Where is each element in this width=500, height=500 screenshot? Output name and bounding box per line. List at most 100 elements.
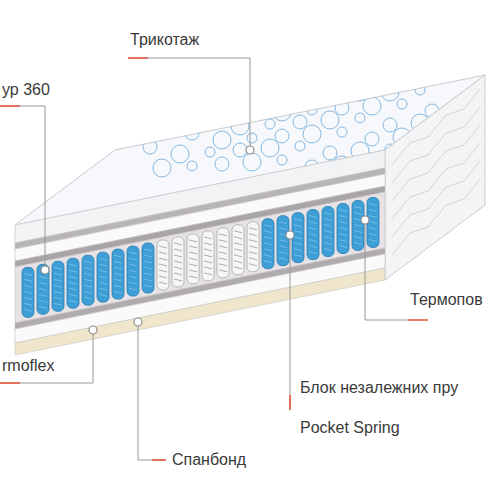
spring-coil (144, 249, 152, 251)
spring-pocket (142, 243, 154, 293)
spring-coil (279, 252, 287, 254)
quilt-line (392, 89, 480, 165)
leader-lines (0, 58, 428, 460)
leader-accent (408, 319, 428, 321)
spring-pocket (232, 225, 244, 275)
spring-coil (219, 258, 227, 260)
part-label: rmoflex (2, 356, 54, 375)
spring-coil (354, 230, 362, 232)
spring-coil (294, 243, 302, 245)
spring-coil (339, 228, 347, 230)
spring-pocket (127, 246, 139, 296)
spring-coil (129, 258, 137, 260)
pocket-spring (97, 252, 109, 302)
pattern-swirl (205, 147, 215, 157)
spring-coil (174, 249, 182, 251)
spring-coil (279, 222, 287, 224)
spring-coil (234, 267, 242, 269)
pocket-spring (202, 231, 214, 281)
spring-coil (54, 279, 62, 281)
pocket-spring (262, 219, 274, 269)
spring-coil (84, 261, 92, 263)
spring-coil (264, 231, 272, 233)
spring-coil (24, 285, 32, 287)
pocket-spring (307, 210, 319, 260)
pocket-spring (52, 261, 64, 311)
spring-coil (144, 285, 152, 287)
spring-pocket (307, 210, 319, 260)
spring-coil (99, 264, 107, 266)
spring-coil (219, 234, 227, 236)
spring-coil (69, 300, 77, 302)
spring-coil (204, 249, 212, 251)
pattern-swirl (143, 140, 157, 154)
spring-coil (279, 228, 287, 230)
spring-pocket (322, 207, 334, 257)
spring-coil (84, 273, 92, 275)
pattern-swirl (291, 89, 309, 107)
spring-coil (159, 246, 167, 248)
spring-coil (174, 261, 182, 263)
spring-coil (99, 294, 107, 296)
spring-coil (159, 270, 167, 272)
spring-coil (189, 252, 197, 254)
spring-coil (84, 279, 92, 281)
part-label: Термопов (410, 290, 483, 309)
pattern-swirl (173, 90, 187, 104)
leader-line (138, 326, 166, 460)
spring-coil (174, 279, 182, 281)
spring-coil (24, 309, 32, 311)
spring-pocket (187, 234, 199, 284)
spring-coil (159, 258, 167, 260)
spring-coil (369, 227, 377, 229)
spring-coil (99, 288, 107, 290)
pattern-swirl (175, 116, 185, 126)
spring-coil (99, 258, 107, 260)
spring-coil (84, 285, 92, 287)
spring-pocket (112, 249, 124, 299)
spring-pocket (172, 237, 184, 287)
leader-accent (152, 459, 166, 461)
spring-coil (354, 206, 362, 208)
spring-coil (114, 267, 122, 269)
spring-coil (159, 276, 167, 278)
spring-coil (234, 255, 242, 257)
pattern-swirl (273, 103, 291, 121)
part-label: Спанбонд (172, 450, 246, 469)
pocket-spring (22, 267, 34, 317)
spring-coil (249, 240, 257, 242)
pattern-swirl (363, 97, 381, 115)
spring-pocket (337, 204, 349, 254)
pocket-spring (157, 240, 169, 290)
spring-coil (294, 255, 302, 257)
pattern-swirl (277, 155, 287, 165)
pattern-swirl (325, 91, 335, 101)
spring-coil (219, 270, 227, 272)
spring-coil (324, 213, 332, 215)
spring-coil (129, 276, 137, 278)
spring-coil (114, 255, 122, 257)
pocket-spring (277, 216, 289, 266)
spring-coil (174, 267, 182, 269)
layer-band (15, 254, 385, 343)
pattern-swirl (187, 161, 197, 171)
spring-coil (219, 240, 227, 242)
pattern-swirl (233, 143, 247, 157)
pattern-swirl (381, 83, 399, 101)
part-label: Pocket Spring (300, 418, 400, 437)
spring-coil (129, 252, 137, 254)
quilt-line (392, 179, 480, 255)
spring-coil (249, 234, 257, 236)
spring-coil (339, 222, 347, 224)
pattern-swirl (415, 85, 425, 95)
pattern-swirl (235, 88, 245, 98)
spring-pocket (97, 252, 109, 302)
cross-section-layers (15, 150, 385, 355)
spring-coil (204, 243, 212, 245)
spring-pocket (22, 267, 34, 317)
spring-coil (354, 242, 362, 244)
pocket-spring (112, 249, 124, 299)
pocket-spring (187, 234, 199, 284)
